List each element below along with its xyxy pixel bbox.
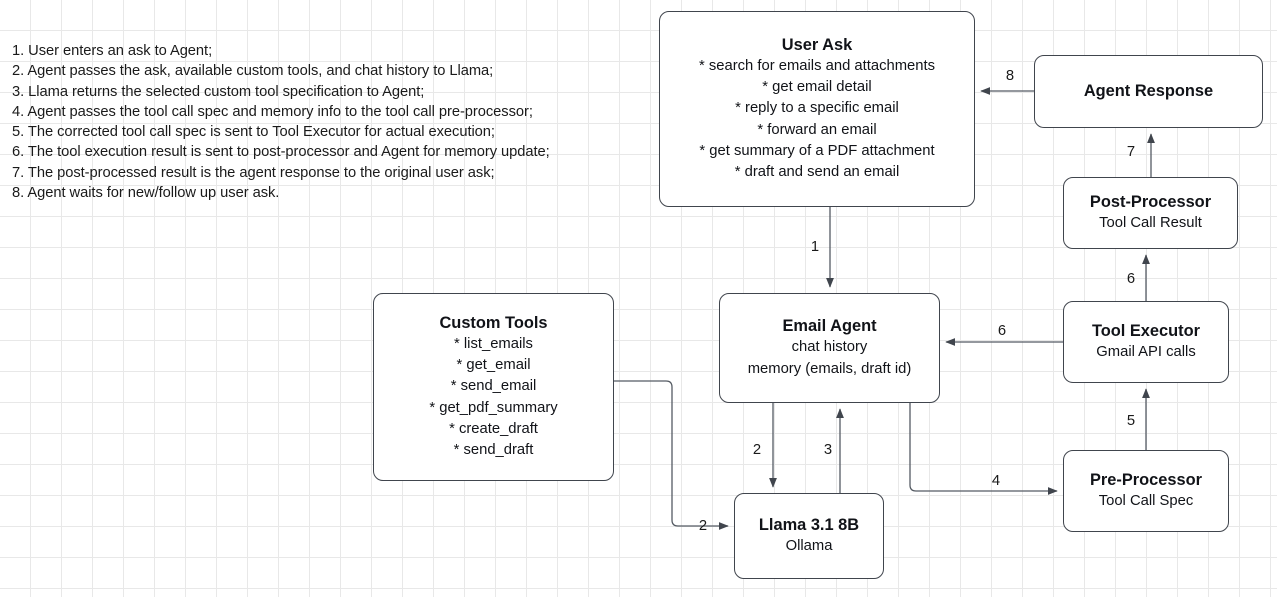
node-user-ask-line-2: * get email detail [762,78,872,95]
edge-label-5: 5 [1126,413,1136,429]
node-custom-tools-line-4: * get_pdf_summary [429,399,558,416]
node-email-agent-title: Email Agent [782,317,877,336]
node-post-processor-subtitle: Tool Call Result [1099,214,1202,231]
node-post-processor[interactable]: Post-Processor Tool Call Result [1063,177,1238,249]
legend-step-8: 8. Agent waits for new/follow up user as… [12,185,280,202]
node-custom-tools[interactable]: Custom Tools * list_emails * get_email *… [373,293,614,481]
legend-step-7: 7. The post-processed result is the agen… [12,164,495,181]
legend-step-2: 2. Agent passes the ask, available custo… [12,63,494,80]
node-llama-title: Llama 3.1 8B [758,515,860,534]
edge-label-1: 1 [810,239,820,255]
node-custom-tools-title: Custom Tools [439,313,548,332]
edge-label-6-vertical: 6 [1126,271,1136,287]
node-custom-tools-line-5: * create_draft [449,420,538,437]
edge-label-6-horizontal: 6 [997,323,1007,339]
legend-step-4: 4. Agent passes the tool call spec and m… [12,103,533,120]
legend-step-1: 1. User enters an ask to Agent; [12,43,213,59]
edge-custom-tools-to-llama [614,380,729,530]
node-custom-tools-lines: * list_emails * get_email * send_email *… [429,334,557,462]
node-llama[interactable]: Llama 3.1 8B Ollama [734,493,884,579]
node-user-ask-line-6: * draft and send an email [734,164,900,181]
node-user-ask-title: User Ask [781,35,853,54]
edge-label-2-email-agent: 2 [752,442,762,458]
node-llama-subtitle: Ollama [785,537,833,554]
node-custom-tools-line-1: * list_emails [454,335,533,352]
node-tool-executor[interactable]: Tool Executor Gmail API calls [1063,301,1229,383]
node-email-agent-line-1: chat history [791,339,868,356]
node-pre-processor-subtitle: Tool Call Spec [1098,492,1194,509]
node-user-ask-line-1: * search for emails and attachments [698,57,936,74]
node-user-ask-lines: * search for emails and attachments * ge… [699,56,935,184]
node-user-ask-line-5: * get summary of a PDF attachment [699,142,935,159]
node-post-processor-title: Post-Processor [1089,192,1212,211]
edge-label-7: 7 [1126,144,1136,160]
legend-step-3: 3. Llama returns the selected custom too… [12,83,425,100]
node-email-agent[interactable]: Email Agent chat history memory (emails,… [719,293,940,403]
node-agent-response-title: Agent Response [1083,82,1214,100]
edge-label-8: 8 [1005,68,1015,84]
legend-step-5: 5. The corrected tool call spec is sent … [12,124,495,141]
edge-label-3: 3 [823,442,833,458]
node-user-ask-line-3: * reply to a specific email [735,100,899,117]
node-user-ask[interactable]: User Ask * search for emails and attachm… [659,11,975,207]
legend-steps: 1. User enters an ask to Agent; 2. Agent… [12,41,550,203]
node-email-agent-line-2: memory (emails, draft id) [747,360,912,377]
edge-label-4: 4 [991,473,1001,489]
node-custom-tools-line-3: * send_email [450,378,537,395]
node-tool-executor-subtitle: Gmail API calls [1096,343,1196,360]
edge-label-2-custom-tools: 2 [698,518,708,534]
node-custom-tools-line-6: * send_draft [453,442,534,459]
node-tool-executor-title: Tool Executor [1091,321,1201,340]
node-pre-processor[interactable]: Pre-Processor Tool Call Spec [1063,450,1229,532]
node-user-ask-line-4: * forward an email [757,121,877,138]
legend-step-6: 6. The tool execution result is sent to … [12,144,550,161]
node-agent-response[interactable]: Agent Response [1034,55,1263,128]
node-custom-tools-line-2: * get_email [456,356,531,373]
edge-email-agent-to-pre-processor [909,403,1058,495]
node-pre-processor-title: Pre-Processor [1089,470,1203,489]
